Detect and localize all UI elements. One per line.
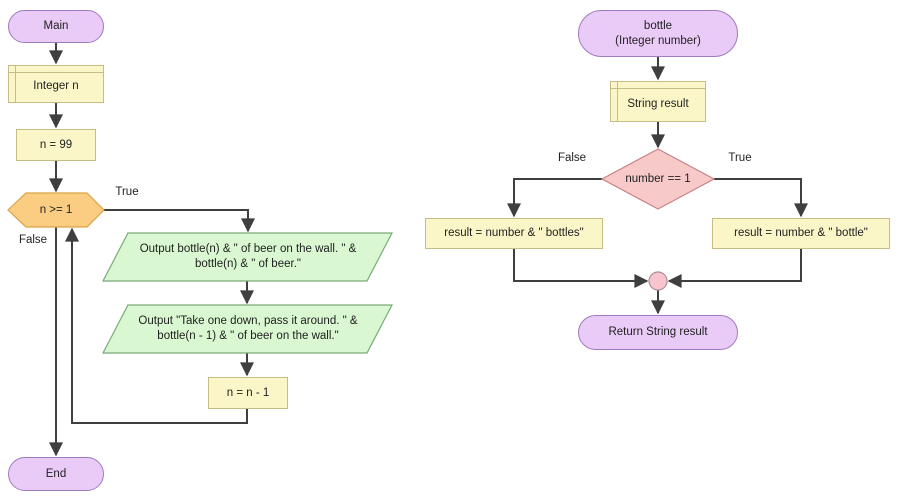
return-terminal[interactable]: Return String result: [578, 315, 738, 350]
bottle-start-label: bottle (Integer number): [615, 19, 701, 47]
bottle-start-terminal[interactable]: bottle (Integer number): [578, 10, 738, 57]
declare-n-label: Integer n: [33, 80, 79, 92]
declare-n-node[interactable]: Integer n: [8, 65, 104, 103]
decision-diamond-shape[interactable]: [600, 148, 716, 210]
output1-label: Output bottle(n) & " of beer on the wall…: [139, 243, 357, 270]
connector-loop-true-to-output1: [104, 209, 255, 233]
declare-top-line: [611, 88, 705, 89]
decrement-node[interactable]: n = n - 1: [208, 377, 288, 409]
loop-false-branch-label: False: [18, 234, 48, 246]
loop-condition-label: n >= 1: [39, 204, 73, 216]
decision-condition-label: number == 1: [625, 173, 691, 185]
assign-n-99-node[interactable]: n = 99: [16, 129, 96, 161]
main-end-label: End: [45, 467, 67, 480]
return-label: Return String result: [608, 326, 708, 338]
assign-n-99-label: n = 99: [39, 138, 73, 151]
merge-circle: [648, 271, 668, 291]
loop-hexagon-shape[interactable]: [7, 192, 105, 228]
decision-true-branch-label: True: [728, 152, 752, 164]
connector-true-branch-to-merge: [667, 249, 802, 288]
connector-loop-back: [65, 227, 248, 424]
connector-decision-true: [714, 178, 808, 218]
output1-parallelogram-shape[interactable]: [102, 232, 393, 282]
assign-bottle-label: result = number & " bottle": [734, 227, 868, 239]
connector-false-branch-to-merge: [513, 249, 649, 288]
declare-result-node[interactable]: String result: [610, 81, 706, 122]
loop-true-branch-label: True: [115, 186, 139, 198]
declare-top-line: [9, 72, 103, 73]
connector-decision-false: [507, 178, 602, 218]
assign-bottles-node[interactable]: result = number & " bottles": [425, 218, 603, 249]
declare-result-label: String result: [627, 97, 689, 110]
decision-false-branch-label: False: [557, 152, 587, 164]
main-start-label: Main: [43, 20, 69, 32]
decrement-label: n = n - 1: [226, 386, 270, 399]
output2-parallelogram-shape[interactable]: [102, 304, 393, 354]
main-start-terminal[interactable]: Main: [8, 10, 104, 43]
assign-bottle-node[interactable]: result = number & " bottle": [712, 218, 890, 249]
declare-left-line: [15, 66, 16, 102]
assign-bottles-label: result = number & " bottles": [444, 227, 584, 239]
declare-left-line: [617, 82, 618, 121]
main-end-terminal[interactable]: End: [8, 457, 104, 491]
output2-label: Output "Take one down, pass it around. "…: [138, 315, 358, 342]
